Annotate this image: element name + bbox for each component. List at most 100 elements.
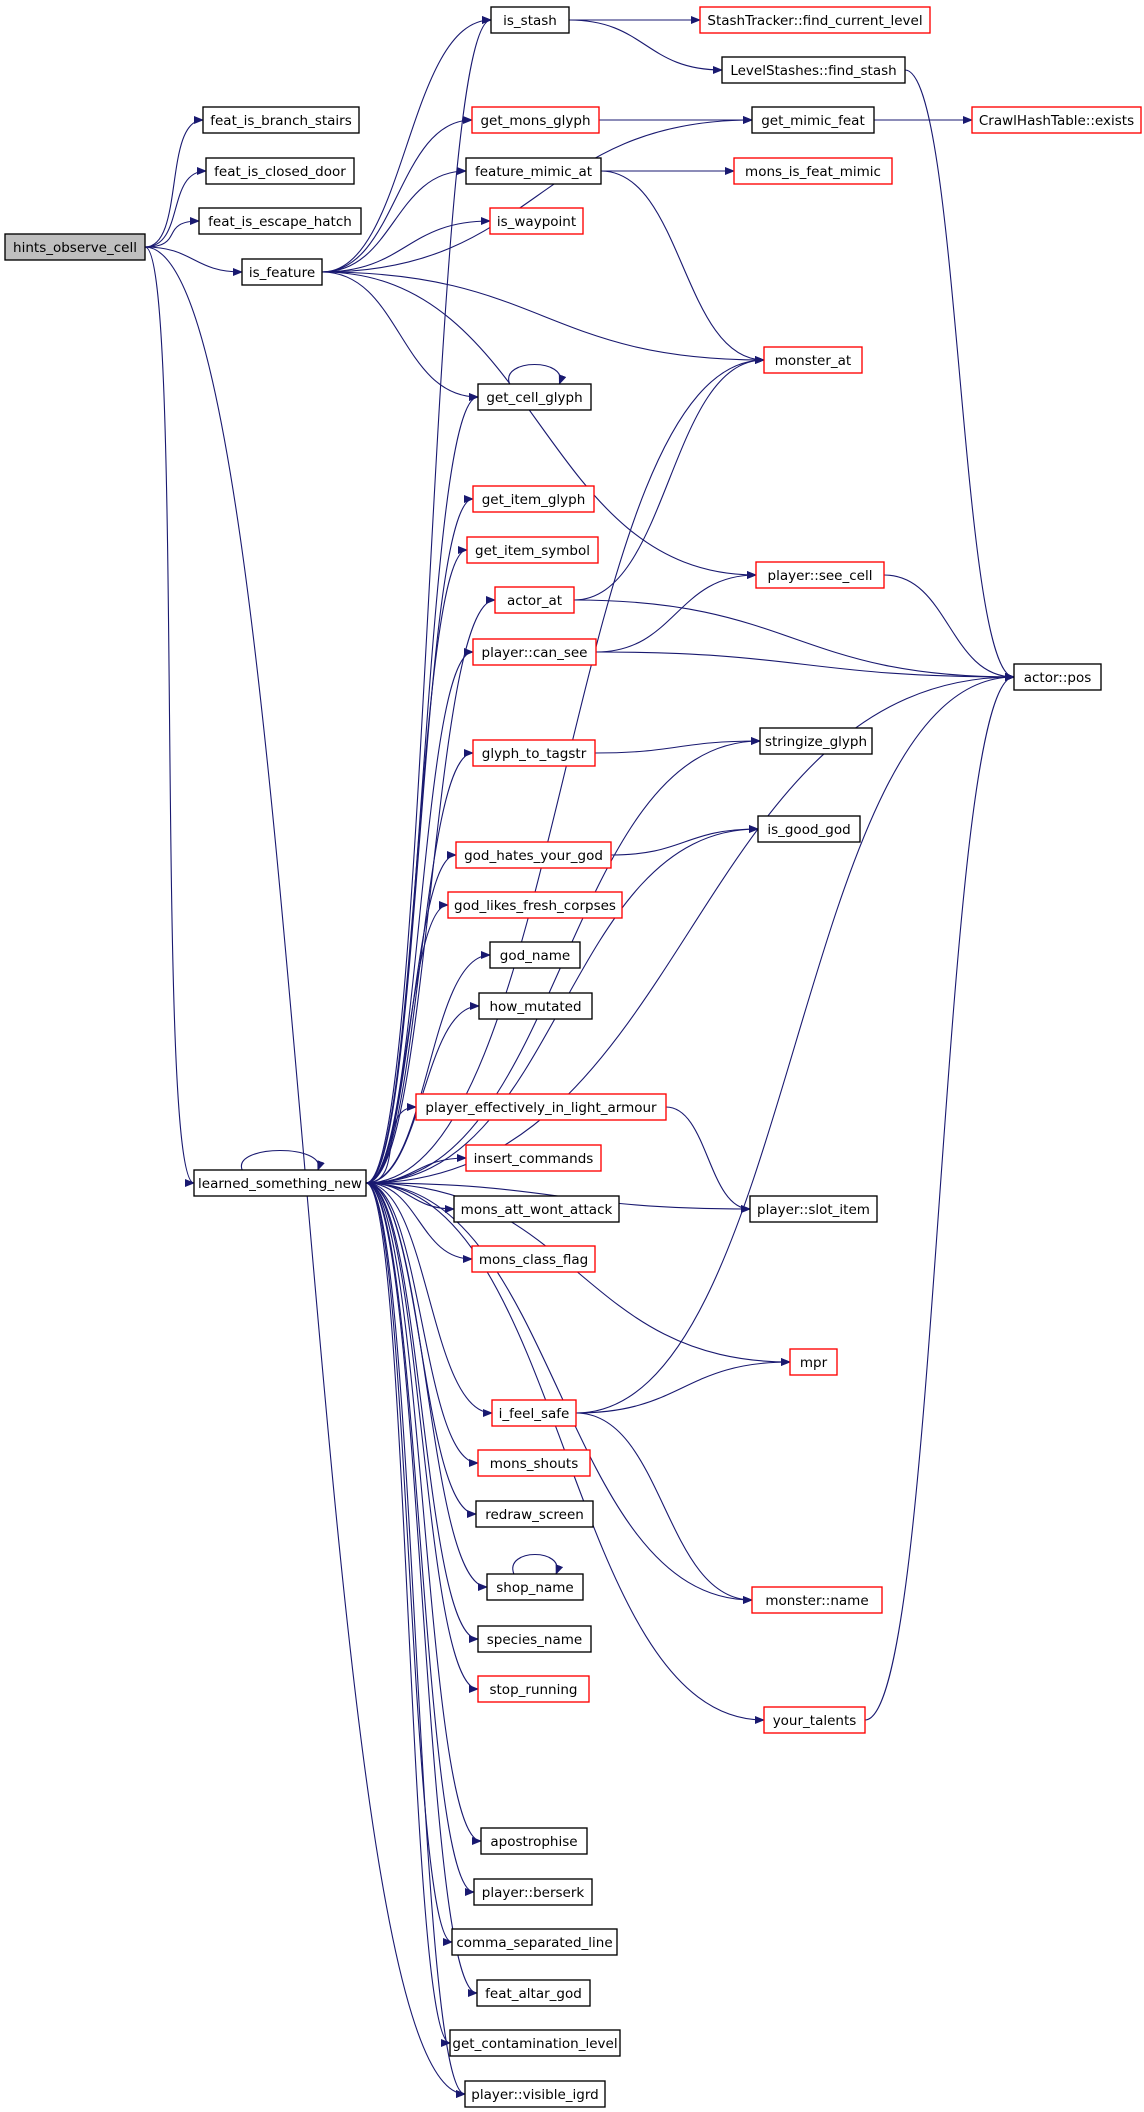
node-apostrophise[interactable]: apostrophise [480, 1827, 588, 1855]
node-player_slot_item[interactable]: player::slot_item [749, 1195, 878, 1223]
edge-hints_observe_cell-to-feat_is_branch_stairs [144, 116, 204, 248]
node-label: player::slot_item [757, 1202, 870, 1218]
edge-hints_observe_cell-to-feat_is_closed_door [144, 167, 207, 248]
node-mons_shouts[interactable]: mons_shouts [477, 1449, 591, 1477]
node-box [733, 157, 893, 185]
node-actor_at[interactable]: actor_at [494, 586, 575, 614]
node-label: mons_shouts [490, 1456, 578, 1472]
node-is_stash[interactable]: is_stash [490, 6, 570, 34]
node-your_talents[interactable]: your_talents [763, 1706, 866, 1734]
node-box [721, 56, 906, 84]
node-insert_commands[interactable]: insert_commands [465, 1144, 602, 1172]
node-get_mimic_feat[interactable]: get_mimic_feat [751, 106, 875, 134]
node-is_waypoint[interactable]: is_waypoint [489, 207, 584, 235]
node-label: mons_att_wont_attack [461, 1202, 613, 1218]
node-box [489, 941, 581, 969]
node-player_can_see[interactable]: player::can_see [472, 638, 597, 666]
edge-hints_observe_cell-to-is_feature [144, 246, 243, 276]
node-feat_is_escape_hatch[interactable]: feat_is_escape_hatch [198, 207, 362, 235]
node-label: actor::pos [1024, 670, 1092, 686]
node-get_cell_glyph[interactable]: get_cell_glyph [477, 383, 592, 411]
node-player_berserk[interactable]: player::berserk [473, 1878, 593, 1906]
node-shop_name[interactable]: shop_name [486, 1573, 584, 1601]
node-mpr[interactable]: mpr [789, 1348, 838, 1376]
node-mons_class_flag[interactable]: mons_class_flag [471, 1245, 596, 1273]
edge-arrow [365, 1182, 466, 2098]
node-redraw_screen[interactable]: redraw_screen [475, 1500, 594, 1528]
node-player_visible_igrd[interactable]: player::visible_igrd [464, 2080, 606, 2108]
edge-arrow [575, 1412, 753, 1604]
edge-LevelStashes_find_stash-to-actor_pos [904, 69, 1015, 681]
edge-learned_something_new-to-get_item_glyph [365, 495, 474, 1184]
node-species_name[interactable]: species_name [477, 1625, 592, 1653]
edge-learned_something_new-to-player_effectively_in_light_armour [365, 1103, 417, 1184]
node-LevelStashes_find_stash[interactable]: LevelStashes::find_stash [721, 56, 906, 84]
node-feat_altar_god[interactable]: feat_altar_god [476, 1979, 591, 2007]
edge-learned_something_new-to-monster_name [365, 1182, 753, 1604]
edge-is_feature-to-is_waypoint [321, 217, 491, 273]
node-player_effectively_in_light_armour[interactable]: player_effectively_in_light_armour [415, 1093, 667, 1121]
node-StashTracker_find_current_level[interactable]: StashTracker::find_current_level [699, 6, 931, 34]
node-feature_mimic_at[interactable]: feature_mimic_at [465, 157, 602, 185]
node-god_hates_your_god[interactable]: god_hates_your_god [455, 841, 612, 869]
node-mons_att_wont_attack[interactable]: mons_att_wont_attack [453, 1195, 620, 1223]
edge-your_talents-to-actor_pos [864, 673, 1015, 1721]
node-comma_separated_line[interactable]: comma_separated_line [451, 1928, 618, 1956]
edge-arrow [864, 673, 1015, 1721]
node-mons_is_feat_mimic[interactable]: mons_is_feat_mimic [733, 157, 893, 185]
node-label: is_good_god [767, 822, 850, 838]
node-label: hints_observe_cell [13, 240, 137, 256]
edge-arrow [321, 16, 492, 273]
node-label: apostrophise [490, 1834, 577, 1850]
node-box [489, 207, 584, 235]
edge-learned_something_new-to-get_contamination_level [365, 1182, 451, 2047]
node-box [757, 815, 861, 843]
edge-arrow [365, 495, 474, 1184]
edge-arrow [365, 1182, 478, 1997]
edge-arrow [512, 1554, 564, 1575]
node-box [472, 485, 595, 513]
node-get_mons_glyph[interactable]: get_mons_glyph [471, 106, 600, 134]
node-stop_running[interactable]: stop_running [477, 1675, 590, 1703]
node-label: monster_at [775, 353, 851, 369]
node-label: learned_something_new [198, 1176, 362, 1192]
node-is_good_god[interactable]: is_good_god [757, 815, 861, 843]
node-i_feel_safe[interactable]: i_feel_safe [491, 1399, 577, 1427]
node-stringize_glyph[interactable]: stringize_glyph [759, 727, 873, 755]
edge-arrow [321, 116, 473, 273]
node-get_contamination_level[interactable]: get_contamination_level [449, 2029, 621, 2057]
node-hints_observe_cell[interactable]: hints_observe_cell [4, 233, 146, 261]
node-box [241, 258, 323, 286]
node-label: feature_mimic_at [475, 164, 592, 180]
node-god_likes_fresh_corpses[interactable]: god_likes_fresh_corpses [447, 891, 623, 919]
node-feat_is_closed_door[interactable]: feat_is_closed_door [205, 157, 355, 185]
node-god_name[interactable]: god_name [489, 941, 581, 969]
node-player_see_cell[interactable]: player::see_cell [755, 561, 885, 589]
edge-i_feel_safe-to-actor_pos [575, 673, 1015, 1414]
node-box [471, 1245, 596, 1273]
edge-is_stash-to-LevelStashes_find_stash [568, 19, 723, 74]
edge-is_feature-to-feature_mimic_at [321, 167, 467, 273]
node-is_feature[interactable]: is_feature [241, 258, 323, 286]
node-label: stop_running [489, 1682, 577, 1698]
node-CrawlHashTable_exists[interactable]: CrawlHashTable::exists [971, 106, 1142, 134]
node-actor_pos[interactable]: actor::pos [1013, 663, 1102, 691]
edge-arrow [575, 1358, 791, 1414]
node-monster_name[interactable]: monster::name [751, 1586, 883, 1614]
edge-learned_something_new-to-shop_name [365, 1182, 488, 1591]
node-feat_is_branch_stairs[interactable]: feat_is_branch_stairs [202, 106, 360, 134]
node-label: shop_name [496, 1580, 573, 1596]
node-how_mutated[interactable]: how_mutated [478, 992, 593, 1020]
node-learned_something_new[interactable]: learned_something_new [193, 1169, 367, 1197]
node-monster_at[interactable]: monster_at [763, 346, 863, 374]
node-box [472, 638, 597, 666]
node-get_item_symbol[interactable]: get_item_symbol [466, 536, 599, 564]
edge-arrow [321, 167, 467, 273]
node-glyph_to_tagstr[interactable]: glyph_to_tagstr [472, 739, 596, 767]
node-box [789, 1348, 838, 1376]
node-get_item_glyph[interactable]: get_item_glyph [472, 485, 595, 513]
node-label: stringize_glyph [765, 734, 867, 750]
edge-arrow [365, 1182, 451, 2047]
node-box [477, 1449, 591, 1477]
edge-learned_something_new-to-species_name [365, 1182, 479, 1643]
